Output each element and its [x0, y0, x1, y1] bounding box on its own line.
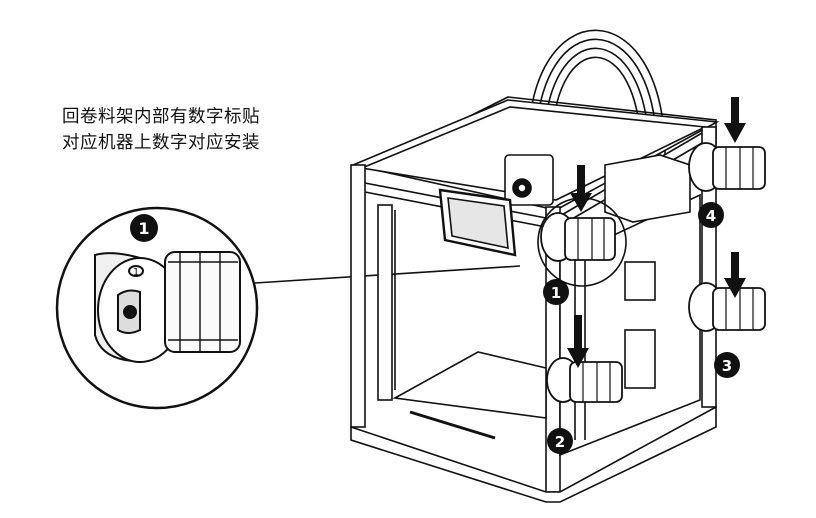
zoom-holder-label: 1 — [133, 267, 139, 278]
badge-zoom: 1 — [130, 214, 158, 242]
badge-2: 2 — [547, 428, 573, 454]
zoom-callout: 1 1 — [55, 206, 521, 410]
printer — [350, 96, 720, 503]
spool-holder-zoomed — [94, 251, 241, 364]
ams-hub — [604, 154, 691, 223]
svg-text:3: 3 — [722, 357, 732, 375]
toolhead — [504, 154, 554, 206]
back-right-post — [701, 126, 717, 408]
spool-holder-4 — [688, 142, 766, 192]
arrow-holder-1 — [570, 165, 592, 212]
front-left-post — [350, 164, 366, 428]
svg-text:2: 2 — [555, 433, 565, 451]
svg-text:1: 1 — [551, 284, 561, 302]
caption-line-1: 回卷料架内部有数字标贴 — [62, 107, 260, 127]
badge-4: 4 — [698, 202, 724, 228]
svg-text:4: 4 — [706, 207, 716, 225]
arrow-holder-4 — [724, 97, 746, 143]
badge-1: 1 — [543, 279, 569, 305]
spool-holder-1 — [540, 212, 616, 262]
spool-holder-3 — [688, 282, 766, 332]
insert-arrows — [567, 97, 746, 368]
ptfe-tubes — [527, 29, 666, 156]
arrow-holder-3 — [724, 252, 746, 298]
svg-text:1: 1 — [138, 219, 149, 238]
arrow-holder-2 — [567, 315, 589, 368]
caption: 回卷料架内部有数字标贴 对应机器上数字对应安装 — [62, 104, 260, 156]
badge-3: 3 — [714, 352, 740, 378]
caption-line-2: 对应机器上数字对应安装 — [62, 133, 260, 153]
spool-holder-2 — [546, 357, 623, 403]
